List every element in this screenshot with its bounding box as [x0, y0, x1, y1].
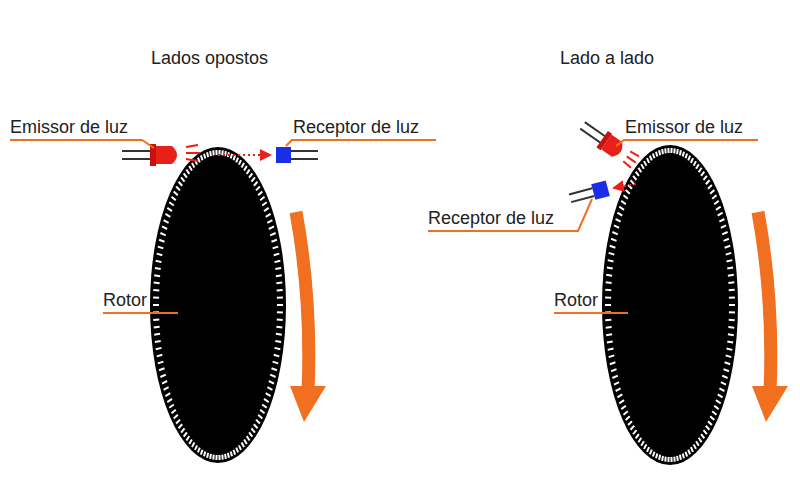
rotation-arrow — [758, 212, 771, 392]
section-title: Lado a lado — [560, 48, 654, 68]
rotation-arrow — [296, 212, 309, 392]
part-label: Emissor de luz — [625, 117, 743, 137]
photo-receiver — [568, 180, 610, 206]
part-label: Emissor de luz — [10, 117, 128, 137]
part-label: Rotor — [554, 290, 598, 310]
part-label: Rotor — [103, 290, 147, 310]
rotor-slots — [153, 150, 283, 460]
rotor-slots — [605, 148, 735, 462]
rotation-arrowhead — [752, 386, 788, 422]
photo-receiver — [276, 147, 318, 163]
light-beam — [614, 184, 636, 188]
rotor-disc — [602, 145, 738, 465]
led-emitter — [122, 144, 200, 166]
part-label: Receptor de luz — [428, 208, 554, 228]
part-label: Receptor de luz — [293, 117, 419, 137]
section-title: Lados opostos — [151, 48, 268, 68]
rotation-arrowhead — [290, 386, 326, 422]
rotor-disc — [150, 147, 286, 463]
leader-lines — [10, 140, 758, 313]
light-beam — [218, 154, 270, 156]
